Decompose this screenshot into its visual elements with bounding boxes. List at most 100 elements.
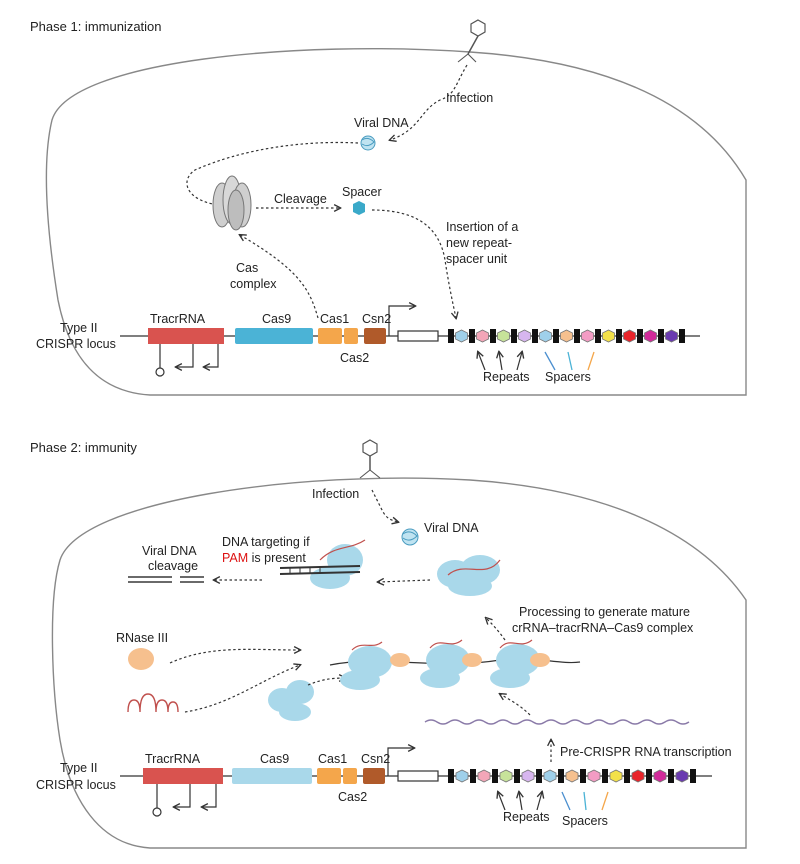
tracr-label-1: TracrRNA bbox=[150, 312, 206, 326]
viral-dna-icon bbox=[401, 528, 419, 546]
repeat-element bbox=[668, 769, 674, 783]
tracr-gene-2 bbox=[143, 768, 223, 784]
processing-arrow bbox=[486, 618, 506, 641]
spacer-element bbox=[602, 329, 615, 343]
cas1-label-2: Cas1 bbox=[318, 752, 347, 766]
csn2-label-1: Csn2 bbox=[362, 312, 391, 326]
rnase-path bbox=[169, 649, 300, 664]
spacer-element bbox=[477, 769, 491, 783]
cas2-gene-2 bbox=[343, 768, 357, 784]
repeat-element bbox=[490, 329, 496, 343]
phase1-title: Phase 1: immunization bbox=[30, 19, 162, 34]
leader-sequence-2 bbox=[397, 770, 439, 782]
spacers-label-2: Spacers bbox=[562, 814, 608, 828]
spacer-element bbox=[497, 329, 510, 343]
cas-complex-label-2: complex bbox=[230, 277, 277, 291]
spacer-element bbox=[521, 769, 535, 783]
repeat-element bbox=[574, 329, 580, 343]
tracrrna-hairpin-icon bbox=[127, 693, 179, 713]
spacer-element bbox=[609, 769, 623, 783]
tracr-gene-1 bbox=[148, 328, 224, 344]
locus-label-1b: CRISPR locus bbox=[36, 337, 116, 351]
repeat-element bbox=[624, 769, 630, 783]
phage-icon bbox=[457, 19, 486, 63]
repeat-element bbox=[558, 769, 564, 783]
csn2-gene-2 bbox=[363, 768, 385, 784]
locus-label-1a: Type II bbox=[60, 321, 98, 335]
viral-dna-label-2: Viral DNA bbox=[424, 521, 479, 535]
repeat-element bbox=[469, 329, 475, 343]
cas9-label-1: Cas9 bbox=[262, 312, 291, 326]
repeat-element bbox=[637, 329, 643, 343]
repeat-element bbox=[511, 329, 517, 343]
spacer-element bbox=[499, 769, 513, 783]
pre-crrna-to-processing bbox=[500, 694, 531, 716]
repeat-element bbox=[536, 769, 542, 783]
viral-dna-label-1: Viral DNA bbox=[354, 116, 409, 130]
locus-label-2b: CRISPR locus bbox=[36, 778, 116, 792]
crispr-array-1 bbox=[448, 329, 685, 343]
rnase-label: RNase III bbox=[116, 631, 168, 645]
targeting-complex-icon bbox=[279, 539, 366, 589]
infection-arrow-1 bbox=[390, 64, 468, 140]
tracr-label-2: TracrRNA bbox=[145, 752, 201, 766]
tracr-path bbox=[184, 665, 300, 713]
processing-label-1: Processing to generate mature bbox=[519, 605, 690, 619]
processing-label-2: crRNA–tracrRNA–Cas9 complex bbox=[512, 621, 694, 635]
cas9-label-2: Cas9 bbox=[260, 752, 289, 766]
spacer-element bbox=[518, 329, 531, 343]
phage-icon bbox=[359, 439, 381, 479]
repeat-element bbox=[646, 769, 652, 783]
repeat-arrows-2 bbox=[498, 792, 542, 811]
crispr-array-2 bbox=[448, 769, 696, 783]
spacer-element bbox=[539, 329, 552, 343]
cas2-gene-1 bbox=[344, 328, 358, 344]
spacer-arrows-1 bbox=[544, 351, 595, 371]
cas1-label-1: Cas1 bbox=[320, 312, 349, 326]
spacer-element bbox=[560, 329, 573, 343]
cas9-gene-1 bbox=[235, 328, 313, 344]
spacer-hex-icon bbox=[353, 201, 365, 215]
repeat-element bbox=[595, 329, 601, 343]
leader-sequence-1 bbox=[397, 330, 439, 342]
insertion-line-1: Insertion of a bbox=[446, 220, 518, 234]
cleaved-dna-icon bbox=[128, 576, 204, 583]
repeat-arrows-1 bbox=[478, 352, 522, 371]
cas1-gene-2 bbox=[317, 768, 341, 784]
cas-complex-icon bbox=[212, 175, 252, 231]
rnase-icon bbox=[128, 648, 154, 670]
pre-crrna-strand bbox=[424, 719, 690, 725]
spacer-element bbox=[543, 769, 557, 783]
viral-cleavage-label-1: Viral DNA bbox=[142, 544, 197, 558]
repeat-element bbox=[492, 769, 498, 783]
insertion-line-3: spacer unit bbox=[446, 252, 508, 266]
insertion-path bbox=[371, 209, 456, 318]
cleavage-label: Cleavage bbox=[274, 192, 327, 206]
spacer-element bbox=[587, 769, 601, 783]
viral-cleavage-label-2: cleavage bbox=[148, 559, 198, 573]
cas2-label-2: Cas2 bbox=[338, 790, 367, 804]
tracr-promoters-1 bbox=[155, 344, 219, 377]
repeat-element bbox=[580, 769, 586, 783]
repeat-element bbox=[679, 329, 685, 343]
processing-complexes bbox=[329, 639, 581, 690]
spacer-label: Spacer bbox=[342, 185, 382, 199]
phase2-cell-outline bbox=[51, 477, 747, 849]
insertion-line-2: new repeat- bbox=[446, 236, 512, 250]
infection-label-1: Infection bbox=[446, 91, 493, 105]
cas9-path bbox=[307, 678, 345, 686]
spacer-element bbox=[476, 329, 489, 343]
repeat-element bbox=[553, 329, 559, 343]
repeat-element bbox=[532, 329, 538, 343]
infection-label-2: Infection bbox=[312, 487, 359, 501]
cas-assembly-path bbox=[240, 235, 319, 319]
phase2-title: Phase 2: immunity bbox=[30, 440, 137, 455]
repeat-element bbox=[616, 329, 622, 343]
repeat-element bbox=[514, 769, 520, 783]
targeting-label-2: PAM is present bbox=[222, 551, 306, 565]
cas9-gene-2 bbox=[232, 768, 312, 784]
transcription-label: Pre-CRISPR RNA transcription bbox=[560, 745, 732, 759]
repeat-element bbox=[448, 329, 454, 343]
target-arrow bbox=[378, 580, 431, 582]
